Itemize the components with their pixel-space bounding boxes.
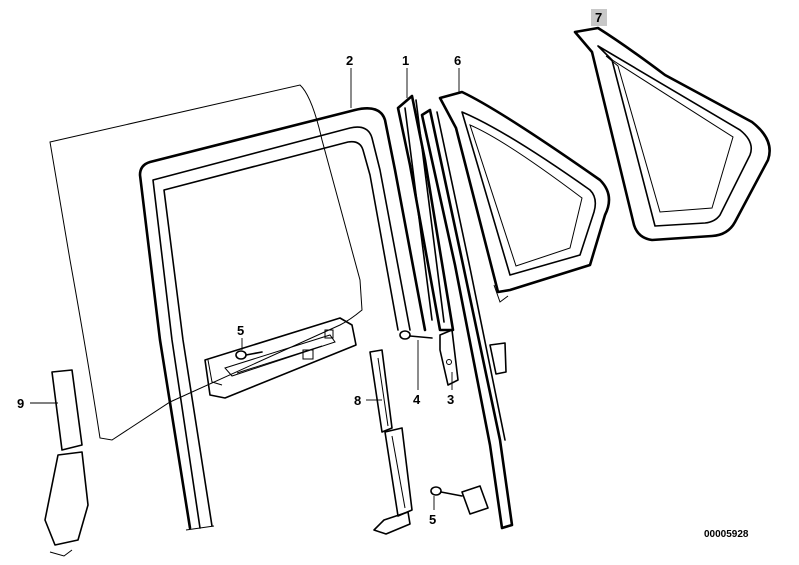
- guide-rail-part-8: [369, 349, 413, 535]
- outer-rail-strip: [420, 108, 514, 530]
- callout-7: 7: [595, 10, 602, 25]
- bracket-part-3: [439, 329, 459, 386]
- vent-window-part-6: [438, 90, 611, 303]
- screw-5-upper: [235, 350, 263, 360]
- screw-5-lower: [430, 485, 489, 515]
- callout-2: 2: [346, 53, 353, 68]
- callout-5-upper: 5: [237, 323, 244, 338]
- brace-part-9: [44, 369, 89, 557]
- quarter-window-part-7: [573, 26, 771, 242]
- callout-1: 1: [402, 53, 409, 68]
- screw-4: [399, 330, 433, 340]
- division-channel-part-1: [396, 94, 455, 332]
- door-glass: [49, 84, 363, 441]
- rail-clip: [489, 342, 507, 375]
- window-frame-part-2: [138, 107, 427, 531]
- callout-8: 8: [354, 393, 361, 408]
- callout-9: 9: [17, 396, 24, 411]
- callout-6: 6: [454, 53, 461, 68]
- drawing-code: 00005928: [704, 529, 749, 540]
- callout-7-box: [591, 9, 607, 26]
- callout-5-lower: 5: [429, 512, 436, 527]
- regulator-bracket: [204, 317, 357, 399]
- callout-4: 4: [413, 392, 421, 407]
- leader-lines: [30, 68, 460, 510]
- callout-3: 3: [447, 392, 454, 407]
